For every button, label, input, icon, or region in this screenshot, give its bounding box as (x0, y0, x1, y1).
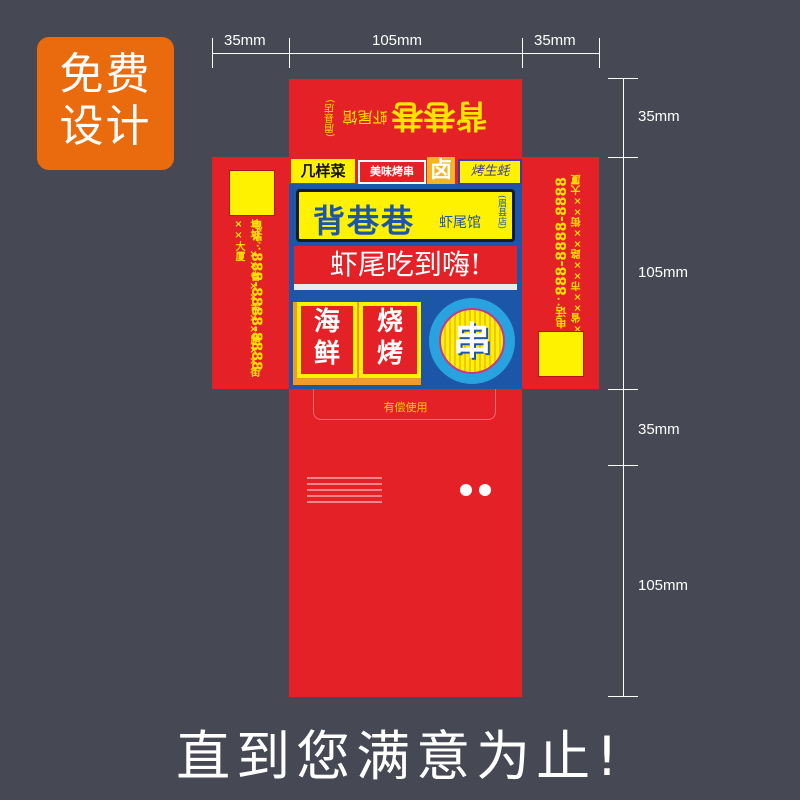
bbq-box: 烧烤 (359, 302, 421, 378)
paid-use-label: 有偿使用 (383, 401, 428, 414)
top-sub: 虾尾馆 (342, 108, 388, 127)
dim-h-2: 105mm (372, 32, 423, 49)
dim-h-3: 35mm (534, 32, 576, 49)
box-right-flap: 电话：888-8888-8888 地址：××省××市××路××街××大厦 (522, 157, 599, 389)
box-left-flap: 电话：888-8888-8888 地址：××省××市××路××街××大厦 (212, 157, 289, 389)
dim-v-2: 105mm (638, 264, 689, 281)
dim-v-3: 35mm (638, 421, 680, 438)
tag-dishes: 几样菜 (291, 159, 355, 183)
tag-braised: 卤 (427, 157, 455, 184)
seafood-box: 海鲜 (297, 302, 357, 378)
cert-icon-2 (479, 484, 491, 496)
front-branch: (眉县店) (496, 195, 506, 230)
brand-sign: 背巷巷 虾尾馆 (眉县店) (296, 189, 515, 242)
left-phone: 电话：888-8888-8888 (248, 219, 264, 371)
skewer-circle: 串 (429, 298, 515, 384)
qr-placeholder-left (229, 170, 275, 216)
box-back-panel: 有偿使用 (289, 389, 522, 697)
box-top-flap: 背巷巷 虾尾馆 (眉县店) (289, 79, 522, 157)
qr-placeholder-right (538, 331, 584, 377)
horizontal-dimension: 35mm 105mm 35mm (212, 32, 600, 70)
slogan: 虾尾吃到嗨! (294, 246, 517, 290)
skewer-char: 串 (439, 308, 505, 374)
free-design-badge: 免费 设计 (37, 37, 174, 170)
tag-skewers: 美味烤串 (358, 160, 426, 184)
top-branch: (眉县店) (325, 99, 337, 137)
tag-oysters: 烤生蚝 (458, 159, 522, 185)
top-brand: 背巷巷 (391, 97, 488, 135)
dim-v-4: 105mm (638, 577, 689, 594)
product-info-block (307, 477, 382, 507)
right-phone: 电话：888-8888-8888 (554, 177, 570, 329)
window-outline (313, 389, 496, 420)
badge-line1: 免费 (59, 49, 152, 100)
front-sub: 虾尾馆 (439, 215, 481, 231)
left-address: 地址：××省××市××路××街××大厦 (233, 219, 259, 377)
dim-h-1: 35mm (224, 32, 266, 49)
vertical-dimension: 35mm 105mm 35mm 105mm (608, 78, 718, 698)
footer-slogan: 直到您满意为止! (176, 725, 624, 788)
dim-v-1: 35mm (638, 108, 680, 125)
cert-icon-1 (460, 484, 472, 496)
front-brand: 背巷巷 (313, 202, 416, 240)
box-front-panel: 几样菜 美味烤串 卤 烤生蚝 背巷巷 虾尾馆 (眉县店) 虾尾吃到嗨! 海鲜 烧… (289, 157, 522, 389)
badge-line2: 设计 (59, 101, 152, 152)
